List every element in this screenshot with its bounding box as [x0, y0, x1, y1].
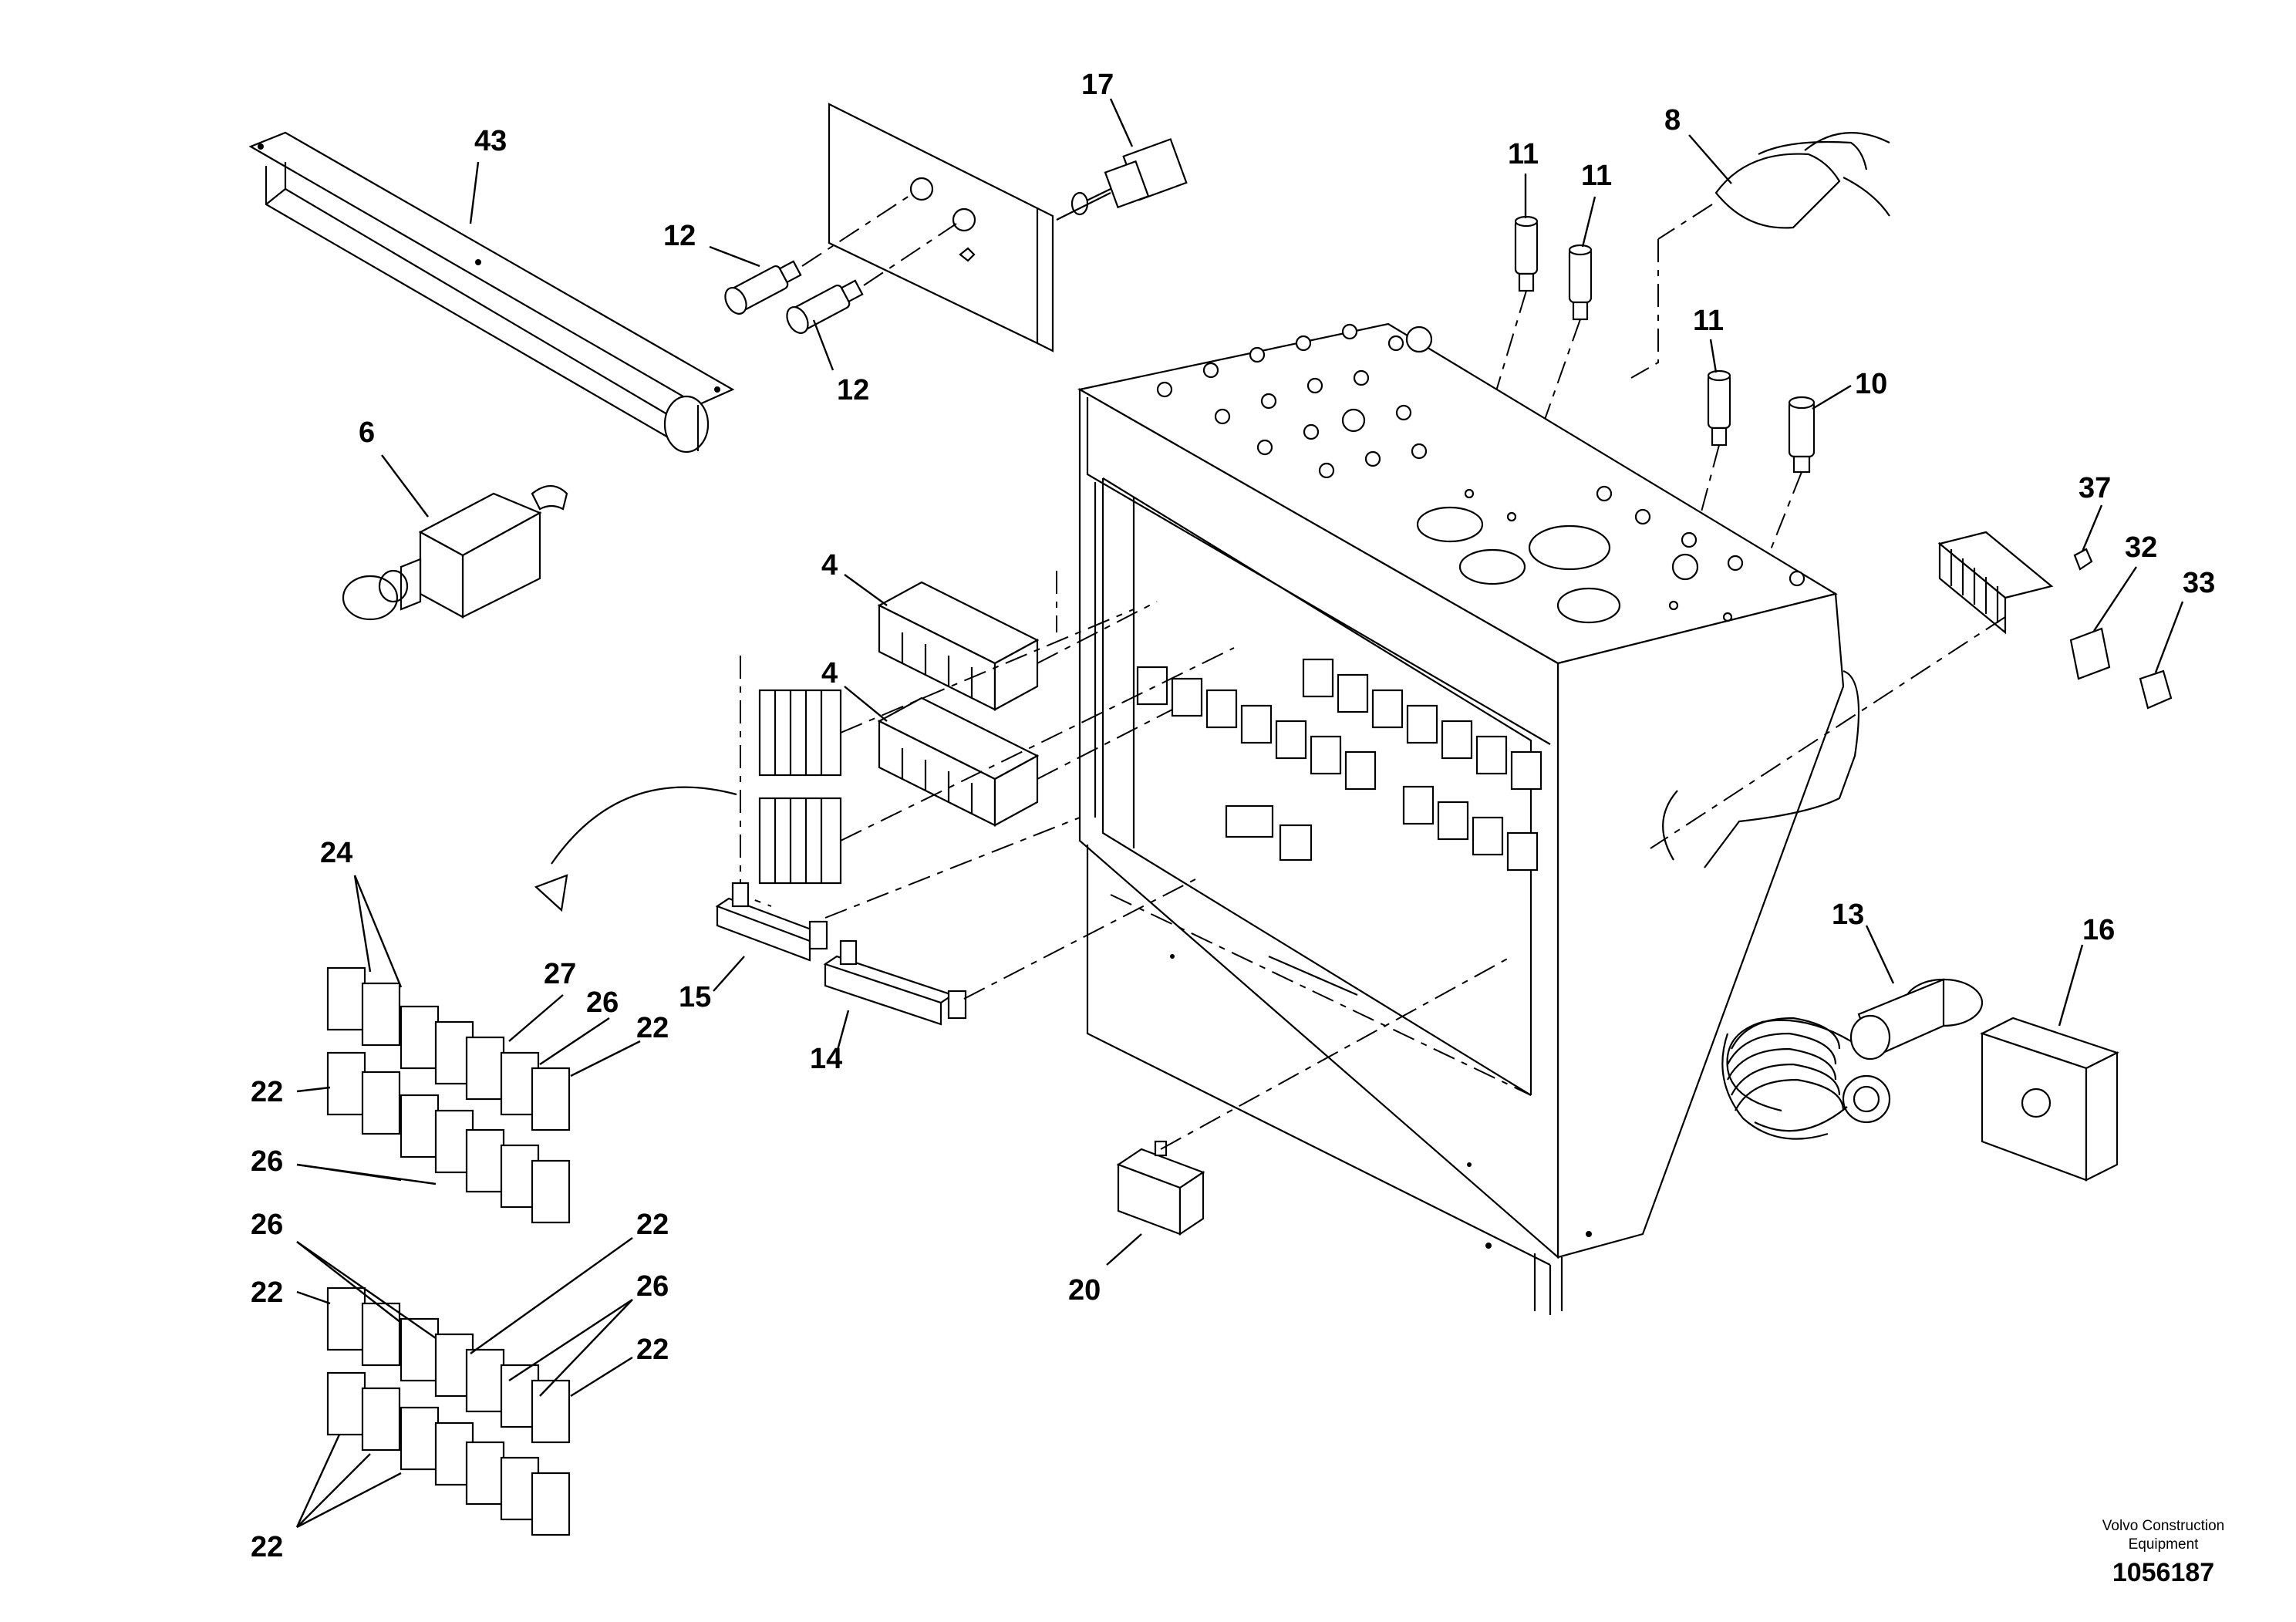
part-8-bulb-holder [1630, 132, 1890, 379]
callout-22: 22 [251, 1531, 283, 1563]
relay-cluster-lower [326, 1286, 571, 1536]
callout-24: 24 [320, 837, 352, 869]
document-number: 1056187 [2112, 1558, 2214, 1587]
callout-22: 22 [251, 1076, 283, 1108]
callout-20: 20 [1068, 1274, 1101, 1307]
callout-12: 12 [663, 220, 696, 252]
callout-27: 27 [544, 958, 576, 990]
callout-13: 13 [1832, 899, 1864, 931]
callout-12: 12 [837, 374, 869, 406]
part-10-bulb [1754, 396, 1816, 591]
callout-10: 10 [1855, 368, 1887, 400]
callout-22: 22 [636, 1334, 669, 1366]
heatsink-assembly [1650, 531, 2054, 849]
callout-26: 26 [586, 986, 619, 1019]
callout-8: 8 [1664, 104, 1681, 137]
callout-22: 22 [636, 1209, 669, 1241]
callout-11: 11 [1581, 160, 1612, 192]
part-37 [2073, 548, 2093, 571]
part-32 [2069, 627, 2111, 680]
callout-22: 22 [251, 1276, 283, 1309]
callout-26: 26 [636, 1270, 669, 1303]
detail-arrow [534, 786, 737, 912]
relay-cluster-upper [326, 966, 571, 1224]
part-43-bracket [248, 131, 735, 454]
callout-26: 26 [251, 1145, 283, 1178]
cabinet-relays [1136, 658, 1542, 872]
electrical-cabinet [1077, 322, 1860, 1315]
callout-22: 22 [636, 1012, 669, 1044]
part-12-indicator-lamps [724, 192, 957, 334]
callout-26: 26 [251, 1209, 283, 1241]
callout-43: 43 [474, 125, 507, 157]
leader-lines [295, 98, 2184, 1529]
callout-33: 33 [2183, 567, 2215, 599]
callout-11: 11 [1693, 305, 1724, 337]
part-14-bracket [823, 817, 1196, 1026]
brand-line-1: Volvo Construction [2102, 1518, 2224, 1534]
callout-labels: 43 17 12 12 11 11 11 8 10 6 4 4 37 32 33… [251, 69, 2215, 1563]
part-15-bracket [715, 882, 828, 962]
callout-37: 37 [2079, 472, 2111, 504]
callout-4: 4 [821, 549, 838, 582]
part-20-relay [1116, 956, 1512, 1236]
callout-17: 17 [1081, 69, 1114, 101]
brand-line-2: Equipment [2129, 1536, 2200, 1553]
callout-32: 32 [2125, 531, 2157, 564]
callout-11: 11 [1508, 138, 1539, 170]
callout-15: 15 [679, 981, 711, 1013]
part-17-switch-plate [828, 103, 1188, 352]
footer: Volvo Construction Equipment 1056187 [2102, 1518, 2224, 1587]
part-16-box [1980, 1017, 2119, 1182]
callout-4: 4 [821, 657, 838, 690]
part-6-buzzer [342, 484, 568, 621]
callout-6: 6 [359, 416, 375, 449]
callout-16: 16 [2082, 914, 2115, 946]
top-toggle-switches [1156, 323, 1805, 587]
part-33 [2139, 669, 2173, 710]
callout-14: 14 [810, 1043, 842, 1075]
part-13-sensor [1721, 978, 1984, 1140]
